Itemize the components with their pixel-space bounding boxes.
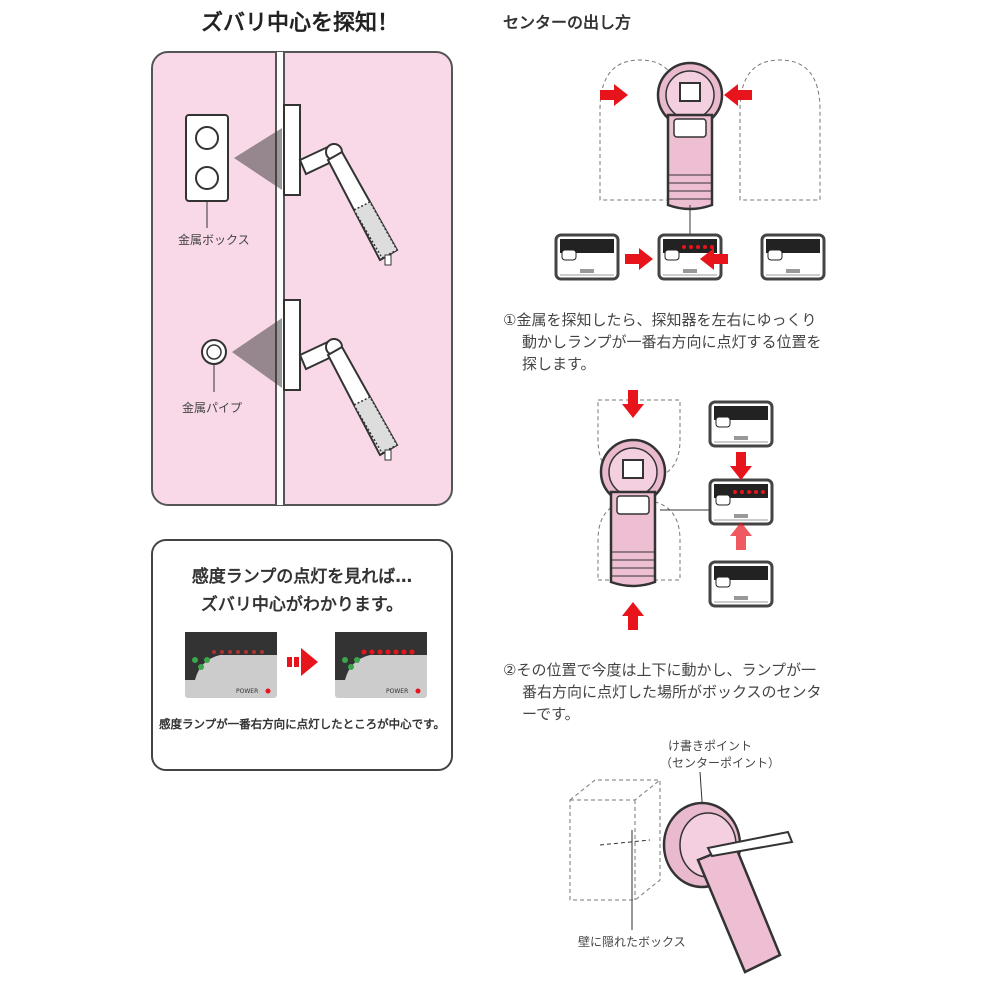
detection-wave-icon bbox=[232, 318, 282, 388]
callout-box: 感度ランプの点灯を見れば… ズバリ中心がわかります。 POWER POWER 感… bbox=[151, 539, 453, 771]
center-point-label: （センターポイント） bbox=[660, 756, 780, 770]
step1-line3: 探します。 bbox=[522, 355, 596, 373]
detection-wave-icon bbox=[234, 128, 282, 190]
right-title: センターの出し方 bbox=[503, 13, 631, 32]
callout-line2: ズバリ中心がわかります。 bbox=[201, 594, 403, 615]
label-metal-box: 金属ボックス bbox=[178, 232, 250, 247]
metal-box-icon bbox=[185, 114, 229, 228]
step3-illustration bbox=[569, 771, 794, 974]
step1-line2: 動かしランプが一番右方向に点灯する位置を bbox=[522, 333, 822, 351]
callout-caption: 感度ランプが一番右方向に点灯したところが中心です。 bbox=[159, 717, 445, 731]
callout-line1: 感度ランプの点灯を見れば… bbox=[192, 566, 413, 587]
lamp-panel-before: POWER bbox=[185, 632, 277, 698]
step2-illustration bbox=[597, 390, 774, 630]
step1-line1: ①金属を探知したら、探知器を左右にゆっくり bbox=[503, 311, 816, 329]
label-metal-pipe: 金属パイプ bbox=[182, 400, 242, 415]
left-title: ズバリ中心を探知！ bbox=[201, 10, 399, 36]
lamp-panel-after: POWER bbox=[335, 632, 427, 698]
step2-line1: ②その位置で今度は上下に動かし、ランプが一 bbox=[503, 661, 816, 679]
power-label: POWER bbox=[236, 688, 258, 695]
step2-line3: ーです。 bbox=[522, 705, 580, 723]
marking-point-label: け書きポイント bbox=[668, 739, 752, 753]
transition-arrow-icon bbox=[287, 648, 318, 676]
hidden-box-label: 壁に隠れたボックス bbox=[578, 934, 686, 949]
step2-line2: 番右方向に点灯した場所がボックスのセンタ bbox=[522, 683, 822, 701]
step1-illustration bbox=[554, 59, 826, 281]
power-label: POWER bbox=[386, 688, 408, 695]
metal-pipe-icon bbox=[201, 339, 227, 392]
